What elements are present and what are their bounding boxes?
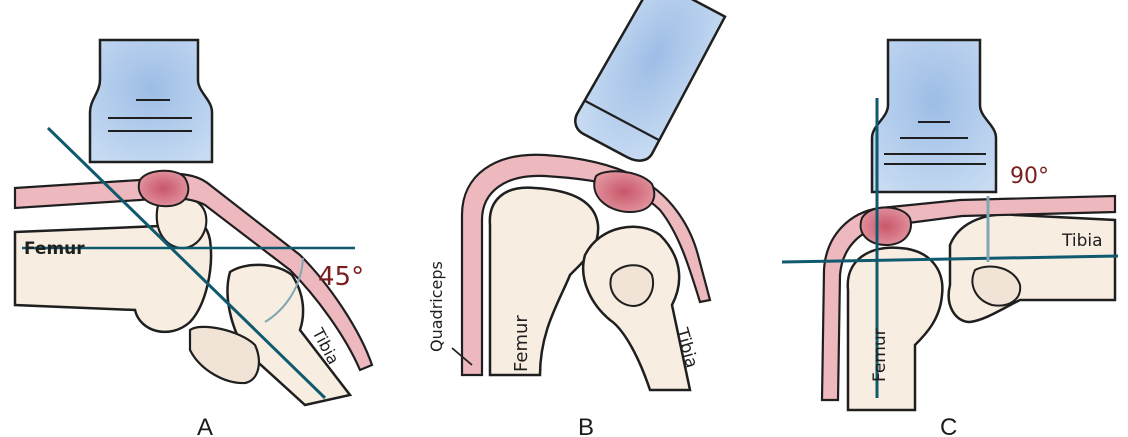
panel-b: Quadriceps Femur Tibia B (427, 0, 725, 437)
femur-label: Femur (24, 239, 85, 259)
quadriceps-label: Quadriceps (427, 261, 446, 352)
tibia-inner (610, 265, 653, 306)
femur-bone (848, 248, 943, 410)
ultrasound-probe (90, 40, 212, 162)
ultrasound-probe (570, 0, 725, 167)
lesion (594, 171, 654, 212)
tibia-label: Tibia (1061, 231, 1103, 251)
lesion (861, 208, 911, 246)
ultrasound-probe (872, 40, 996, 192)
tibia-bone (583, 227, 690, 390)
femur-label: Femur (870, 328, 890, 382)
angle-label: 45° (318, 262, 364, 292)
panel-a: Femur Tibia 45° A (15, 40, 372, 437)
femur-label: Femur (511, 315, 532, 372)
panel-label-b: B (578, 414, 594, 437)
angle-label: 90° (1010, 164, 1049, 189)
lesion (139, 171, 189, 206)
panel-label-a: A (197, 414, 213, 437)
femur-bone (490, 188, 598, 375)
panel-label-c: C (940, 414, 957, 437)
panel-c: Femur Tibia 90° C (782, 40, 1118, 437)
